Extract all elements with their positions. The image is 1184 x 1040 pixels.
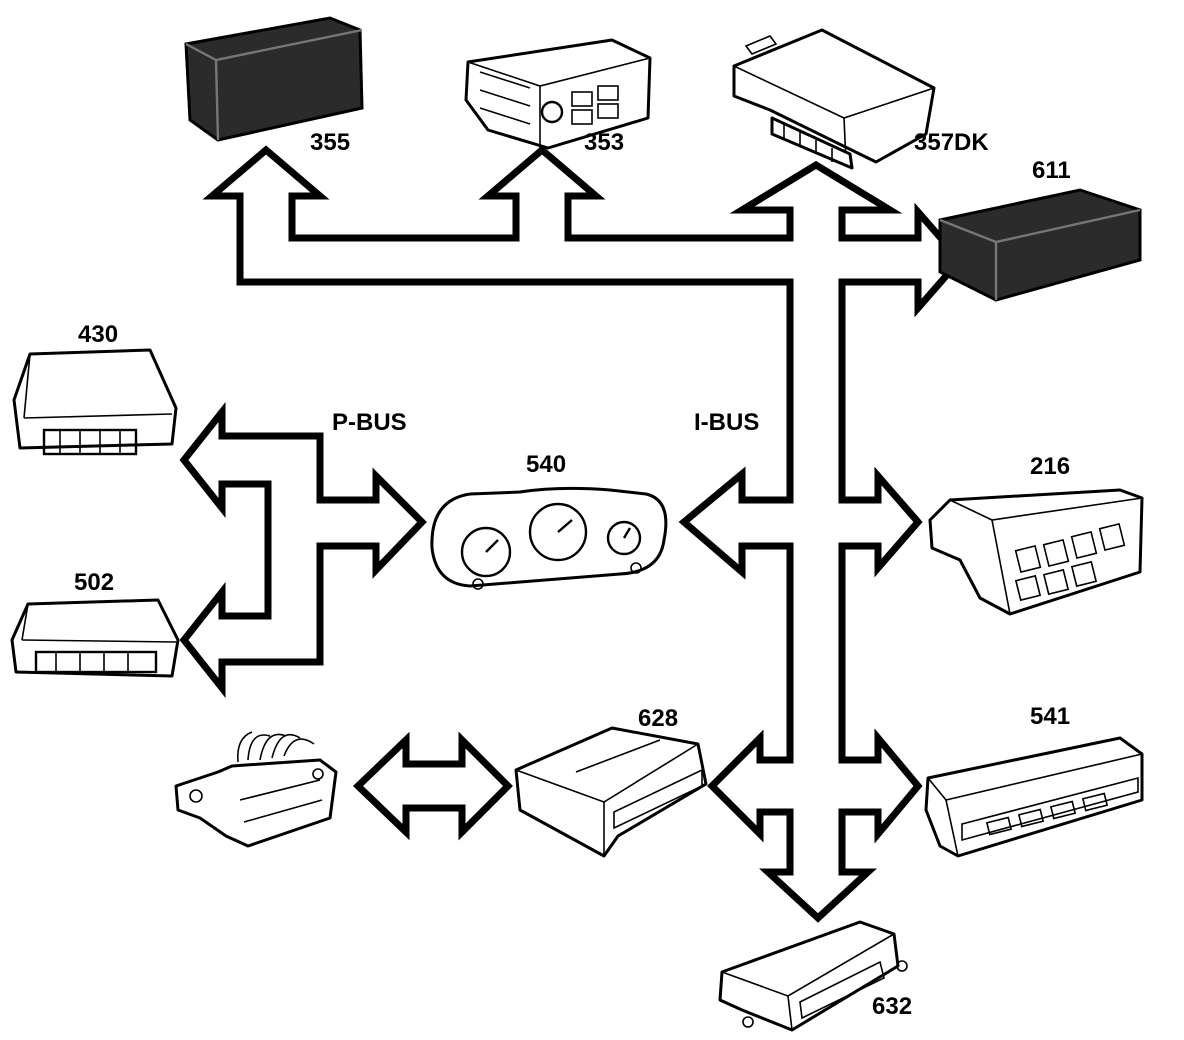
module-502 (10, 598, 180, 678)
obd-connector (174, 731, 338, 848)
p-bus-label: P-BUS (332, 409, 407, 436)
module-632 (718, 920, 908, 1032)
diag-link-arrow (352, 731, 513, 841)
label-628: 628 (638, 705, 678, 732)
module-216 (928, 488, 1144, 616)
module-540 (430, 486, 668, 590)
label-540: 540 (526, 451, 566, 478)
label-502: 502 (74, 569, 114, 596)
label-353: 353 (584, 129, 624, 156)
label-632: 632 (872, 993, 912, 1020)
module-628 (514, 726, 708, 858)
module-541 (924, 736, 1144, 858)
label-357dk: 357DK (914, 129, 989, 156)
label-216: 216 (1030, 453, 1070, 480)
module-353 (464, 38, 652, 150)
label-541: 541 (1030, 703, 1070, 730)
label-611: 611 (1032, 157, 1071, 184)
label-355: 355 (310, 129, 350, 156)
label-430: 430 (78, 321, 118, 348)
module-357dk (732, 28, 936, 170)
p-bus-trunk (179, 401, 427, 699)
module-430 (12, 348, 178, 456)
module-611 (938, 188, 1142, 302)
i-bus-trunk (202, 145, 965, 923)
module-355 (184, 16, 364, 142)
i-bus-label: I-BUS (694, 409, 759, 436)
